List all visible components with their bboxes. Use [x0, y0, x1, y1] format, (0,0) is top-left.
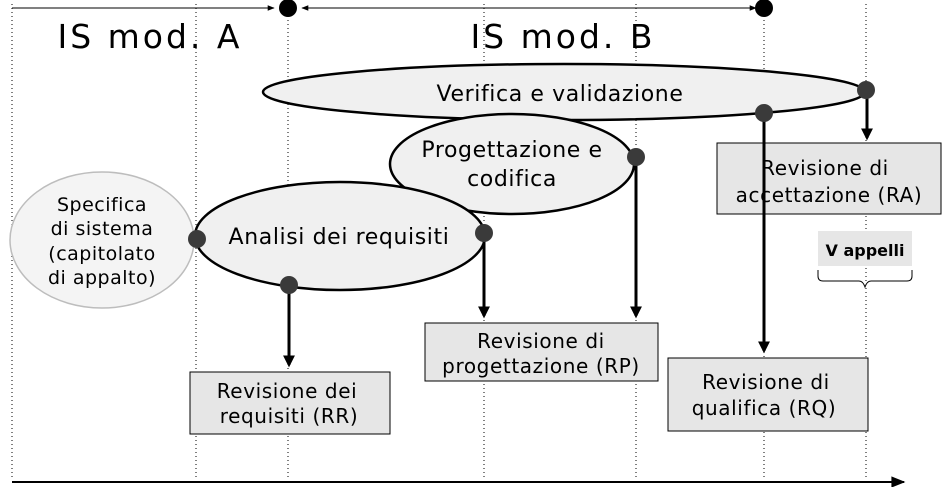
review-box-ra: Revisione di accettazione (RA)	[716, 142, 942, 215]
review-rq-line2: qualifica (RQ)	[692, 396, 837, 420]
module-span-arrows	[12, 0, 773, 17]
v-appelli-label: V appelli	[826, 241, 905, 260]
specifica-label-line1: Specifica	[57, 194, 147, 216]
verifica-validazione-label: Verifica e validazione	[437, 82, 684, 107]
review-box-rp: Revisione di progettazione (RP)	[424, 322, 659, 382]
specifica-label-line2: di sistema	[51, 218, 154, 240]
progettazione-label-line2: codifica	[467, 167, 557, 192]
header-is-mod-a: IS mod. A	[57, 17, 242, 56]
v-appelli-brace	[817, 270, 913, 289]
milestone-dots	[188, 81, 875, 294]
specifica-label-line3: (capitolato	[48, 243, 155, 265]
review-box-rr: Revisione dei requisiti (RR)	[189, 371, 391, 435]
review-arrows	[283, 90, 873, 368]
review-rr-line2: requisiti (RR)	[220, 404, 359, 428]
review-rr-line1: Revisione dei	[217, 379, 358, 403]
review-rp-line2: progettazione (RP)	[442, 354, 640, 378]
review-ra-line2: accettazione (RA)	[736, 183, 923, 207]
review-rp-line1: Revisione di	[477, 329, 605, 353]
analisi-requisiti-label: Analisi dei requisiti	[229, 225, 450, 250]
specifica-label-line4: di appalto)	[48, 267, 156, 289]
header-is-mod-b: IS mod. B	[470, 17, 655, 56]
note-v-appelli: V appelli	[817, 231, 913, 289]
review-ra-line1: Revisione di	[761, 156, 889, 180]
progettazione-label-line1: Progettazione e	[421, 138, 602, 163]
review-box-rq: Revisione di qualifica (RQ)	[667, 357, 869, 432]
review-rq-line1: Revisione di	[702, 370, 830, 394]
